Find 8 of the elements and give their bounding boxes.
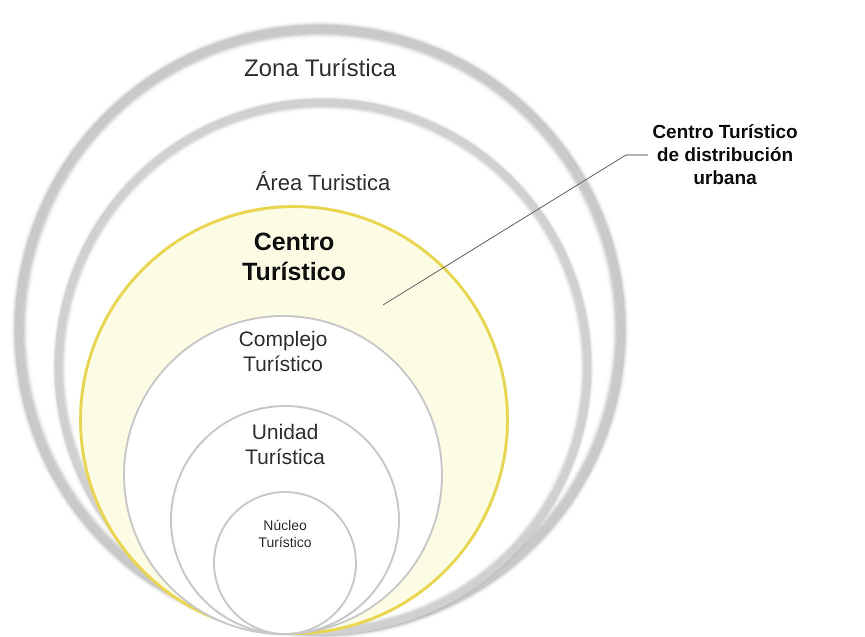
leader-line — [382, 154, 648, 306]
circle-label: Núcleo Turístico — [257, 517, 313, 551]
circle-label: Complejo Turístico — [238, 327, 328, 378]
circle-label: Unidad Turística — [244, 420, 326, 470]
circle-label: Área Turistica — [254, 170, 392, 196]
circle-label: Centro Turístico — [241, 227, 347, 287]
circle-label: Zona Turística — [242, 55, 398, 84]
callout-label: Centro Turístico de distribución urbana — [651, 122, 799, 190]
